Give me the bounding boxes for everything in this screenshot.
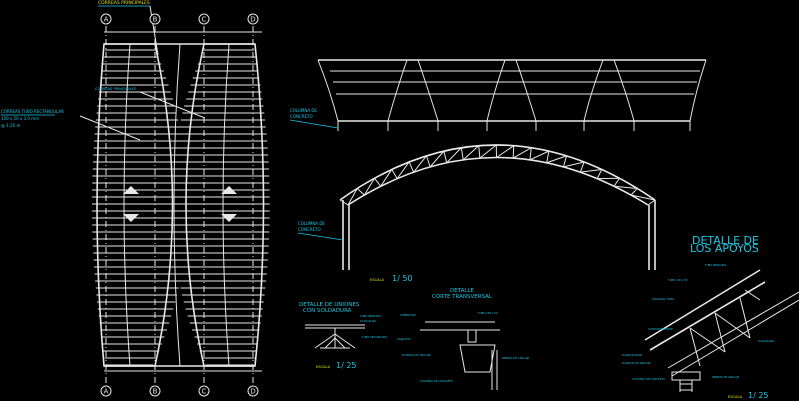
- cross-annotation-4: PLANCHA DE ANCLAJE: [402, 353, 431, 357]
- truss-diagonal: [614, 185, 638, 189]
- purlin-note-line-2: 100 x 50 x 3.0 mm: [1, 116, 39, 121]
- unions-title-line-2: CON SOLDADURA: [303, 308, 352, 314]
- cross-annotation-6: COLUMNA DE CONCRETO: [420, 379, 453, 383]
- unions-title-line-1: DETALLE DE UNIONES: [299, 302, 360, 308]
- truss-diagonal: [580, 168, 602, 173]
- truss-diagonal: [413, 155, 427, 173]
- section-column-label-1: COLUMNA DE: [298, 221, 325, 226]
- axis-bubble-bottom-a: A: [104, 388, 109, 396]
- truss-vertical: [579, 161, 585, 173]
- truss-diagonal: [462, 145, 480, 161]
- unions-scale-prefix: ESCALA: [316, 365, 331, 369]
- truss-vertical: [443, 150, 448, 163]
- plan-top-label: CORREAS PRINCIPALES: [98, 0, 150, 6]
- truss-vertical: [391, 169, 398, 179]
- truss-vertical: [546, 151, 550, 163]
- roof-plan-view: CORREAS PRINCIPALES CORREAS TUBO RECTA: [1, 0, 270, 397]
- truss-diagonal: [380, 169, 393, 187]
- unions-annotation-1: TUBO PRINCIPAL: [360, 314, 382, 318]
- supports-title-line-2: LOS APOYOS: [690, 242, 759, 255]
- supports-title-line-1: DETALLE DE: [692, 234, 759, 247]
- truss-vertical: [374, 177, 382, 187]
- truss-diagonal: [630, 194, 656, 201]
- truss-vertical: [630, 188, 638, 196]
- truss-diagonal: [479, 144, 497, 159]
- axis-bubble-top-a: A: [104, 16, 109, 24]
- detail-cross-section: DETALLE CORTE TRANSVERSAL COBERTURA TUBO…: [397, 288, 529, 390]
- supports-annotation-4: CORDON INFERIOR: [648, 327, 673, 331]
- slope-arrow-down-icon: [221, 214, 237, 222]
- slope-arrow-up-icon: [221, 186, 237, 194]
- longitudinal-elevation: COLUMNA DE CONCRETO: [289, 59, 707, 131]
- supports-annotation-9: COLUMNA DE CONCRETO: [632, 377, 665, 381]
- truss-vertical: [512, 145, 515, 159]
- elevation-column-label-1: COLUMNA DE: [290, 108, 317, 113]
- truss-vertical: [339, 199, 349, 206]
- supports-scale-prefix: ESCALA: [728, 395, 743, 399]
- roof-purlins: [92, 49, 270, 366]
- truss-vertical: [529, 147, 532, 160]
- supports-annotation-3: DIAGONAL TUBO: [652, 297, 674, 301]
- cross-title-line-1: DETALLE: [450, 288, 475, 294]
- axis-bubble-top-b: B: [153, 16, 158, 24]
- supports-annotation-2: TUBO 100 x 50: [668, 278, 688, 282]
- purlin-note-line-3: @ 1.20 m: [1, 123, 20, 128]
- truss-vertical: [408, 161, 415, 173]
- axis-bubble-bottom-b: B: [153, 388, 158, 396]
- truss-diagonal: [429, 150, 445, 168]
- slope-arrow-down-icon: [123, 214, 139, 222]
- truss-vertical: [460, 147, 464, 160]
- arch-truss-web: [339, 144, 656, 206]
- truss-diagonal: [396, 161, 410, 179]
- unions-scale: 1/ 25: [336, 361, 357, 370]
- unions-annotation-3: TUBO SECUNDARIO: [362, 335, 387, 339]
- truss-diagonal: [496, 145, 515, 158]
- cross-title-line-2: CORTE TRANSVERSAL: [432, 294, 493, 300]
- supports-annotation-6: PLANCHA BASE: [622, 353, 642, 357]
- supports-annotation-5: SOLDADURA: [758, 339, 774, 343]
- plan-inner-label: CORREAS PRINCIPALES: [95, 87, 137, 91]
- section-column-label-2: CONCRETO: [298, 227, 321, 232]
- supports-annotation-7: PLANCHA DE ANCLAJE: [622, 361, 651, 365]
- cross-annotation-5: PERNOS DE ANCLAJE: [502, 356, 529, 360]
- truss-vertical: [562, 155, 567, 168]
- truss-vertical: [596, 169, 603, 179]
- section-scale-prefix: ESCALA: [370, 278, 385, 282]
- truss-vertical: [426, 155, 431, 168]
- truss-vertical: [478, 145, 481, 159]
- axis-bubble-bottom-c: C: [202, 388, 207, 396]
- section-scale: 1/ 50: [392, 274, 413, 283]
- truss-vertical: [356, 188, 365, 196]
- elevation-column-label-2: CONCRETO: [290, 114, 313, 119]
- axis-bubble-top-c: C: [202, 16, 207, 24]
- truss-diagonal: [363, 178, 375, 196]
- truss-diagonal: [512, 147, 532, 159]
- truss-diagonal: [446, 147, 462, 164]
- unions-annotation-2: SOLDADURA: [360, 319, 376, 323]
- detail-welded-unions: DETALLE DE UNIONES CON SOLDADURA TUBO PR…: [299, 302, 387, 370]
- supports-annotation-8: PERNOS DE ANCLAJE: [712, 375, 739, 379]
- supports-annotation-1: TUBO PRINCIPAL: [705, 263, 727, 267]
- cross-annotation-1: COBERTURA: [400, 313, 416, 317]
- truss-diagonal: [347, 188, 358, 206]
- axis-bubble-top-d: D: [250, 16, 255, 24]
- cross-annotation-2: TUBO 100 x 50: [478, 311, 498, 315]
- transverse-section-arch: COLUMNA DE CONCRETO ESCALA 1/ 50: [297, 144, 656, 283]
- cross-annotation-3: CANALETA: [397, 337, 411, 341]
- slope-arrow-up-icon: [123, 186, 139, 194]
- truss-diagonal: [563, 161, 585, 168]
- supports-scale: 1/ 25: [748, 391, 769, 400]
- detail-supports: DETALLE DE LOS APOYOS TUBO PRINCIPAL TUB…: [622, 234, 799, 400]
- purlin-note-line-1: CORREAS TUBO RECTANGULAR: [1, 109, 64, 114]
- truss-vertical: [647, 199, 656, 206]
- axis-bubble-bottom-d: D: [250, 388, 255, 396]
- truss-diagonal: [529, 150, 550, 161]
- truss-vertical: [613, 177, 620, 187]
- truss-diagonal: [546, 155, 567, 164]
